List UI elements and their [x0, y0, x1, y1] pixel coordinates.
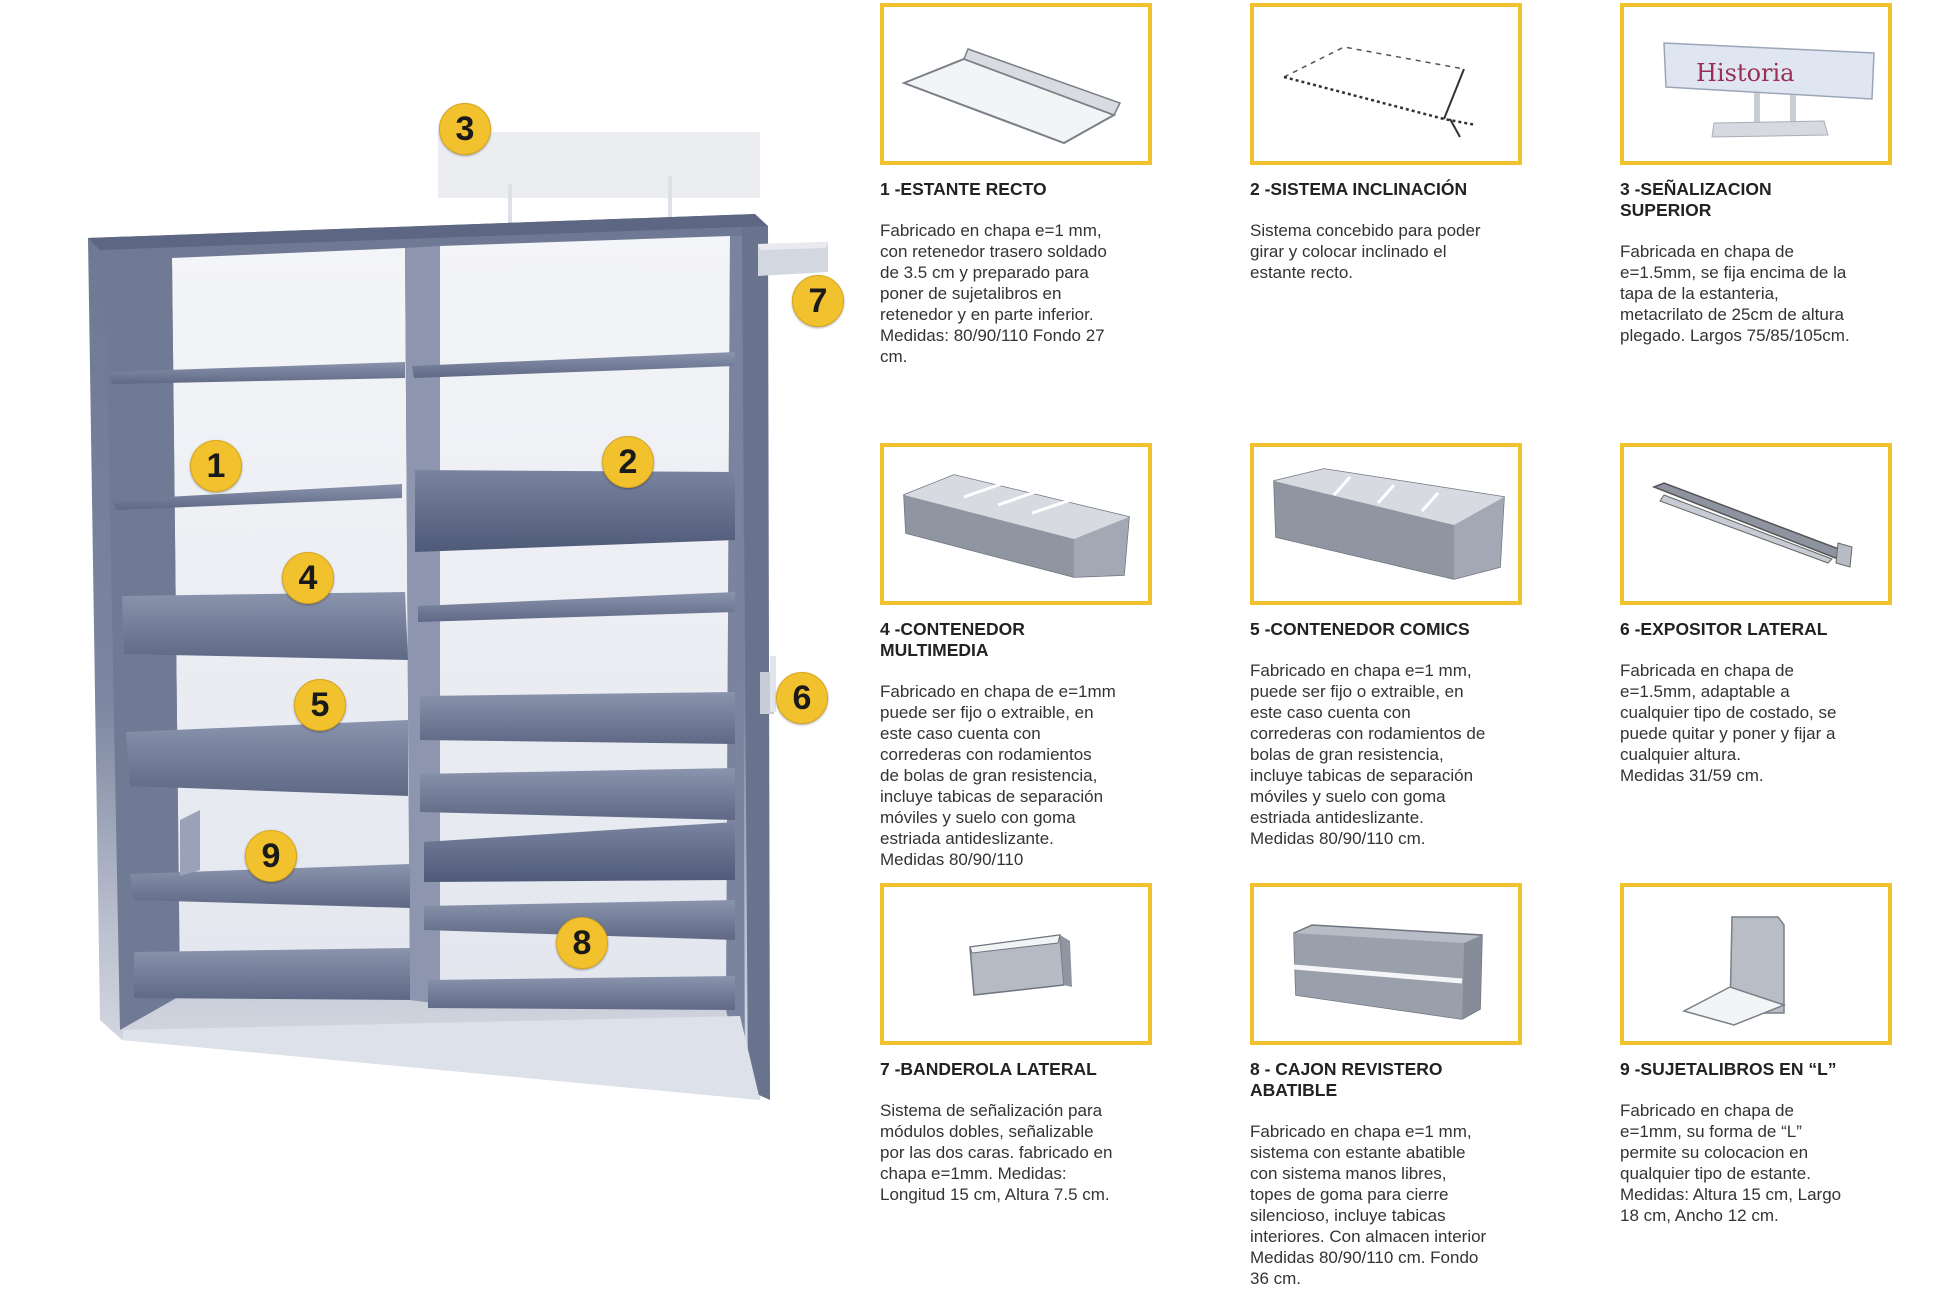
- product-image-8: [1250, 883, 1522, 1045]
- product-image-6: [1620, 443, 1892, 605]
- product-image-3: Historia: [1620, 3, 1892, 165]
- product-image-7: [880, 883, 1152, 1045]
- marker-9: 9: [245, 830, 297, 882]
- marker-1: 1: [190, 440, 242, 492]
- marker-3: 3: [439, 103, 491, 155]
- marker-6: 6: [776, 672, 828, 724]
- shelving-illustration: 1 2 3 4 5 6 7 8 9: [0, 0, 870, 1300]
- product-desc-4: Fabricado en chapa de e=1mm puede ser fi…: [880, 682, 1116, 869]
- product-title-2: 2 -SISTEMA INCLINACIÓN: [1250, 179, 1468, 199]
- marker-8: 8: [556, 917, 608, 969]
- product-title-9: 9 -SUJETALIBROS EN “L”: [1620, 1059, 1837, 1079]
- product-desc-6: Fabricada en chapa de e=1.5mm, adaptable…: [1620, 661, 1837, 785]
- product-card-5: 5 -CONTENEDOR COMICS Fabricado en chapa …: [1250, 443, 1522, 849]
- product-image-9: [1620, 883, 1892, 1045]
- product-title-7: 7 -BANDEROLA LATERAL: [880, 1059, 1097, 1079]
- product-desc-5: Fabricado en chapa e=1 mm, puede ser fij…: [1250, 661, 1486, 848]
- product-desc-8: Fabricado en chapa e=1 mm, sistema con e…: [1250, 1122, 1487, 1288]
- product-image-5: [1250, 443, 1522, 605]
- product-card-9: 9 -SUJETALIBROS EN “L” Fabricado en chap…: [1620, 883, 1892, 1226]
- product-desc-1: Fabricado en chapa e=1 mm, con retenedor…: [880, 221, 1107, 366]
- product-card-1: 1 -ESTANTE RECTO Fabricado en chapa e=1 …: [880, 3, 1152, 367]
- product-image-2: [1250, 3, 1522, 165]
- product-title-5: 5 -CONTENEDOR COMICS: [1250, 619, 1470, 639]
- product-image-1: [880, 3, 1152, 165]
- right-shelves: [412, 352, 735, 1010]
- product-card-2: 2 -SISTEMA INCLINACIÓN Sistema concebido…: [1250, 3, 1522, 283]
- product-card-3: Historia 3 -SEÑALIZACION SUPERIOR Fabric…: [1620, 3, 1892, 346]
- product-card-8: 8 - CAJON REVISTERO ABATIBLE Fabricado e…: [1250, 883, 1522, 1289]
- product-desc-3: Fabricada en chapa de e=1.5mm, se fija e…: [1620, 242, 1850, 345]
- product-title-8: 8 - CAJON REVISTERO ABATIBLE: [1250, 1059, 1443, 1100]
- sign-text: Historia: [1696, 59, 1794, 87]
- product-desc-9: Fabricado en chapa de e=1mm, su forma de…: [1620, 1101, 1842, 1225]
- product-image-4: [880, 443, 1152, 605]
- product-desc-2: Sistema concebido para poder girar y col…: [1250, 221, 1481, 282]
- product-title-3: 3 -SEÑALIZACION SUPERIOR: [1620, 179, 1772, 220]
- product-title-1: 1 -ESTANTE RECTO: [880, 179, 1047, 199]
- product-title-6: 6 -EXPOSITOR LATERAL: [1620, 619, 1828, 639]
- product-card-4: 4 -CONTENEDOR MULTIMEDIA Fabricado en ch…: [880, 443, 1152, 870]
- product-title-4: 4 -CONTENEDOR MULTIMEDIA: [880, 619, 1025, 660]
- marker-7: 7: [792, 275, 844, 327]
- marker-5: 5: [294, 679, 346, 731]
- product-card-7: 7 -BANDEROLA LATERAL Sistema de señaliza…: [880, 883, 1152, 1205]
- product-card-6: 6 -EXPOSITOR LATERAL Fabricada en chapa …: [1620, 443, 1892, 786]
- bookcase-drawing: [88, 132, 828, 1100]
- left-shelves: [108, 362, 410, 1000]
- marker-2: 2: [602, 436, 654, 488]
- marker-4: 4: [282, 552, 334, 604]
- product-desc-7: Sistema de señalización para módulos dob…: [880, 1101, 1113, 1204]
